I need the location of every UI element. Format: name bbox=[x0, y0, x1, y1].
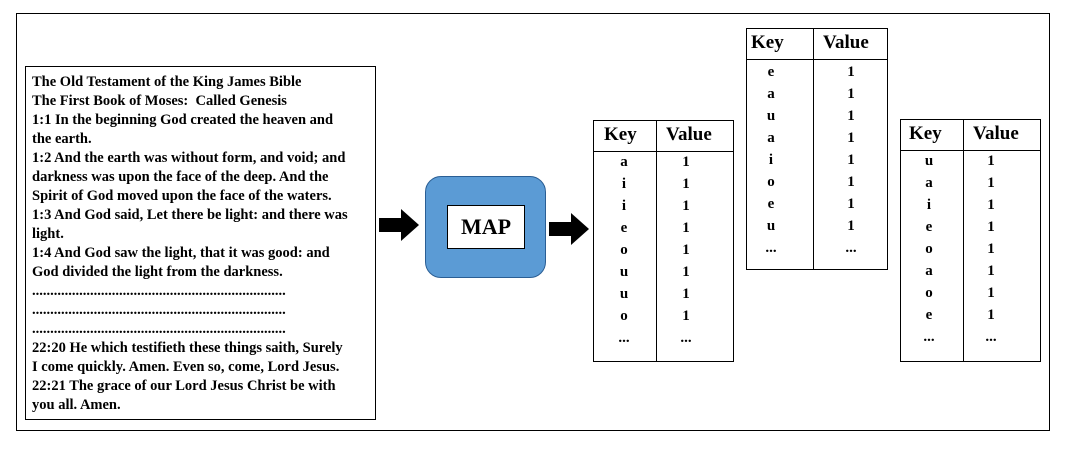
key-cell: i bbox=[621, 176, 627, 192]
value-cell: 1 bbox=[847, 196, 855, 212]
key-cell: e bbox=[767, 64, 775, 80]
key-cell: a bbox=[925, 263, 933, 279]
value-cell: 1 bbox=[987, 197, 995, 213]
value-cell: 1 bbox=[987, 219, 995, 235]
value-cell: 1 bbox=[847, 86, 855, 102]
key-cell: u bbox=[619, 264, 629, 280]
value-cell: 1 bbox=[682, 308, 690, 324]
key-cell: a bbox=[767, 130, 775, 146]
key-cell: ... bbox=[765, 240, 777, 256]
text-line: 1:2 And the earth was without form, and … bbox=[32, 150, 346, 166]
value-cell: 1 bbox=[682, 176, 690, 192]
key-value-table-1: Key Value a 1 i 1 i 1 e 1 o 1 u 1 u 1 o 1...... bbox=[593, 120, 734, 362]
key-cell: u bbox=[766, 108, 776, 124]
input-text-box: The Old Testament of the King James Bibl… bbox=[25, 66, 376, 420]
text-line: Spirit of God moved upon the face of the… bbox=[32, 188, 332, 204]
arrow-to-map-icon bbox=[379, 209, 419, 241]
text-line: The First Book of Moses: Called Genesis bbox=[32, 93, 287, 109]
value-cell: 1 bbox=[682, 286, 690, 302]
text-line: I come quickly. Amen. Even so, come, Lor… bbox=[32, 359, 340, 375]
key-header: Key bbox=[751, 32, 784, 53]
value-cell: 1 bbox=[987, 285, 995, 301]
value-header: Value bbox=[823, 32, 869, 53]
text-line: the earth. bbox=[32, 131, 92, 147]
key-cell: u bbox=[619, 286, 629, 302]
outer-frame bbox=[16, 13, 1050, 431]
value-header: Value bbox=[973, 123, 1019, 144]
key-value-table-2: Key Value e 1 a 1 u 1 a 1 i 1 o 1 e 1 u 1...... bbox=[746, 28, 888, 270]
column-divider bbox=[813, 29, 814, 269]
key-cell: a bbox=[925, 175, 933, 191]
value-cell: 1 bbox=[987, 241, 995, 257]
text-line: 1:3 And God said, Let there be light: an… bbox=[32, 207, 348, 223]
text-line: ........................................… bbox=[32, 283, 286, 299]
table-header: Key Value bbox=[901, 120, 1040, 151]
value-cell: 1 bbox=[847, 174, 855, 190]
text-line: 1:1 In the beginning God created the hea… bbox=[32, 112, 334, 128]
key-cell: a bbox=[620, 154, 628, 170]
text-line: light. bbox=[32, 226, 64, 242]
value-cell: 1 bbox=[682, 198, 690, 214]
value-cell: 1 bbox=[847, 108, 855, 124]
value-cell: 1 bbox=[987, 263, 995, 279]
key-cell: ... bbox=[923, 329, 935, 345]
text-line: you all. Amen. bbox=[32, 397, 121, 413]
value-cell: ... bbox=[680, 330, 692, 346]
key-header: Key bbox=[909, 123, 942, 144]
key-cell: u bbox=[924, 153, 934, 169]
map-label: MAP bbox=[447, 205, 525, 249]
key-cell: ... bbox=[618, 330, 630, 346]
column-divider bbox=[656, 121, 657, 361]
value-cell: 1 bbox=[682, 220, 690, 236]
text-line: The Old Testament of the King James Bibl… bbox=[32, 74, 302, 90]
arrow-from-map-icon bbox=[549, 213, 589, 245]
value-cell: 1 bbox=[682, 264, 690, 280]
table-header: Key Value bbox=[747, 29, 887, 60]
value-cell: 1 bbox=[987, 175, 995, 191]
text-line: 22:21 The grace of our Lord Jesus Christ… bbox=[32, 378, 336, 394]
value-cell: ... bbox=[845, 240, 857, 256]
key-cell: e bbox=[925, 219, 933, 235]
value-cell: 1 bbox=[847, 64, 855, 80]
value-header: Value bbox=[666, 124, 712, 145]
text-line: ........................................… bbox=[32, 321, 286, 337]
text-line: darkness was upon the face of the deep. … bbox=[32, 169, 329, 185]
map-node: MAP bbox=[425, 176, 546, 278]
key-cell: o bbox=[620, 242, 628, 258]
text-line: God divided the light from the darkness. bbox=[32, 264, 283, 280]
key-cell: o bbox=[925, 241, 933, 257]
key-cell: i bbox=[621, 198, 627, 214]
value-cell: 1 bbox=[682, 242, 690, 258]
key-cell: e bbox=[767, 196, 775, 212]
key-header: Key bbox=[604, 124, 637, 145]
key-cell: a bbox=[767, 86, 775, 102]
value-cell: ... bbox=[985, 329, 997, 345]
table-header: Key Value bbox=[594, 121, 733, 152]
key-cell: o bbox=[925, 285, 933, 301]
key-cell: o bbox=[767, 174, 775, 190]
value-cell: 1 bbox=[682, 154, 690, 170]
text-line: 22:20 He which testifieth these things s… bbox=[32, 340, 343, 356]
key-cell: e bbox=[925, 307, 933, 323]
key-cell: e bbox=[620, 220, 628, 236]
key-cell: i bbox=[768, 152, 774, 168]
column-divider bbox=[963, 120, 964, 361]
value-cell: 1 bbox=[987, 153, 995, 169]
text-line: ........................................… bbox=[32, 302, 286, 318]
value-cell: 1 bbox=[987, 307, 995, 323]
value-cell: 1 bbox=[847, 218, 855, 234]
key-cell: i bbox=[926, 197, 932, 213]
value-cell: 1 bbox=[847, 152, 855, 168]
text-line: 1:4 And God saw the light, that it was g… bbox=[32, 245, 330, 261]
key-value-table-3: Key Value u 1 a 1 i 1 e 1 o 1 a 1 o 1 e 1...... bbox=[900, 119, 1041, 362]
key-cell: o bbox=[620, 308, 628, 324]
key-cell: u bbox=[766, 218, 776, 234]
value-cell: 1 bbox=[847, 130, 855, 146]
